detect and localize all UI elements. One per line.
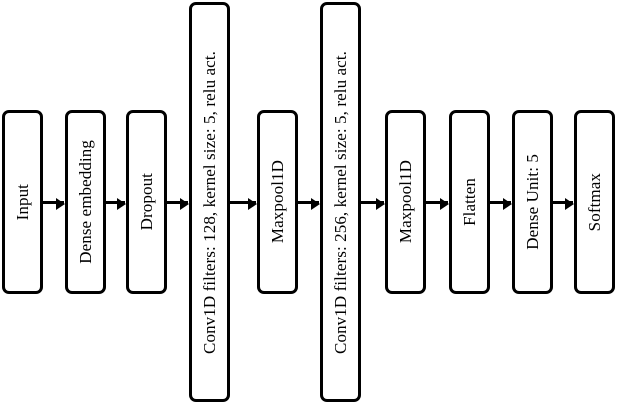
- node-conv1d-256[interactable]: Conv1D filters: 256, kernel size: 5, rel…: [320, 2, 361, 402]
- node-maxpool1d-1[interactable]: Maxpool1D: [257, 110, 298, 294]
- node-conv1d-128-label: Conv1D filters: 128, kernel size: 5, rel…: [200, 50, 219, 354]
- arrow-conv1d-256-to-maxpool1d-2: [361, 198, 385, 210]
- arrow-conv1d-128-to-maxpool1d-1: [230, 198, 257, 210]
- node-flatten[interactable]: Flatten: [449, 110, 490, 294]
- arrow-input-to-dense-embedding: [43, 198, 65, 210]
- arrow-maxpool1d-2-to-flatten: [426, 198, 449, 210]
- node-softmax[interactable]: Softmax: [574, 110, 615, 294]
- node-dropout-label: Dropout: [137, 173, 156, 231]
- arrow-flatten-to-dense-unit-5: [490, 198, 512, 210]
- node-conv1d-128[interactable]: Conv1D filters: 128, kernel size: 5, rel…: [189, 2, 230, 402]
- node-dense-embedding[interactable]: Dense embedding: [65, 110, 106, 294]
- arrow-dense-embedding-to-dropout: [106, 198, 126, 210]
- node-dense-unit-5-label: Dense Unit: 5: [523, 154, 542, 250]
- node-conv1d-256-label: Conv1D filters: 256, kernel size: 5, rel…: [331, 50, 350, 354]
- node-dense-embedding-label: Dense embedding: [76, 140, 95, 264]
- node-maxpool1d-2[interactable]: Maxpool1D: [385, 110, 426, 294]
- node-maxpool1d-2-label: Maxpool1D: [396, 160, 415, 244]
- node-softmax-label: Softmax: [585, 172, 604, 232]
- node-input-label: Input: [13, 183, 32, 221]
- node-dense-unit-5[interactable]: Dense Unit: 5: [512, 110, 553, 294]
- arrow-dense-unit-5-to-softmax: [553, 198, 574, 210]
- node-input[interactable]: Input: [2, 110, 43, 294]
- arrow-maxpool1d-1-to-conv1d-256: [298, 198, 320, 210]
- node-flatten-label: Flatten: [460, 178, 479, 226]
- node-maxpool1d-1-label: Maxpool1D: [268, 160, 287, 244]
- arrow-dropout-to-conv1d-128: [167, 198, 189, 210]
- node-dropout[interactable]: Dropout: [126, 110, 167, 294]
